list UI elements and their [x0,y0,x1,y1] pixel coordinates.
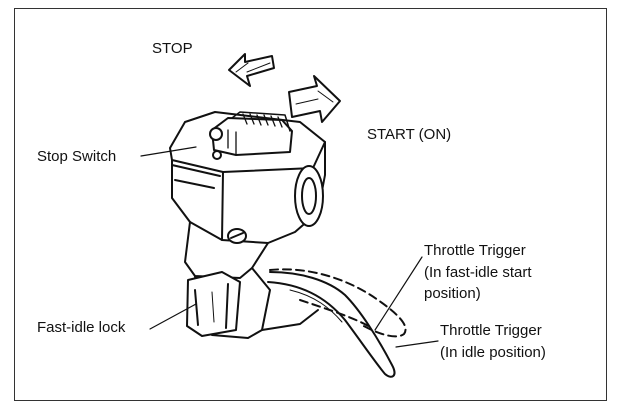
leader-stop-switch [140,146,197,157]
stop-switch-label: Stop Switch [37,148,117,165]
stop-arrow [228,53,275,87]
throttle-fast-label-line1: Throttle Trigger [424,242,526,259]
stop-switch-button [209,111,293,160]
fast-idle-lock-button [186,271,241,337]
throttle-fast-label-line2: (In fast-idle start [424,264,532,281]
throttle-idle-label-line1: Throttle Trigger [440,322,542,339]
throttle-trigger-fast-idle [269,268,407,338]
start-label: START (ON) [367,126,452,143]
throttle-fast-label-line3: position) [424,285,481,302]
leader-fast-idle-lock [149,303,197,330]
stop-label: STOP [152,40,193,57]
handlebar-tube-opening [294,165,324,227]
mounting-screw [227,228,247,244]
leader-throttle-fast [374,256,423,331]
start-arrow [288,75,341,123]
leader-throttle-idle [395,340,439,348]
fast-idle-lock-label: Fast-idle lock [37,319,126,336]
throttle-trigger-idle [267,271,396,378]
throttle-idle-label-line2: (In idle position) [440,344,546,361]
